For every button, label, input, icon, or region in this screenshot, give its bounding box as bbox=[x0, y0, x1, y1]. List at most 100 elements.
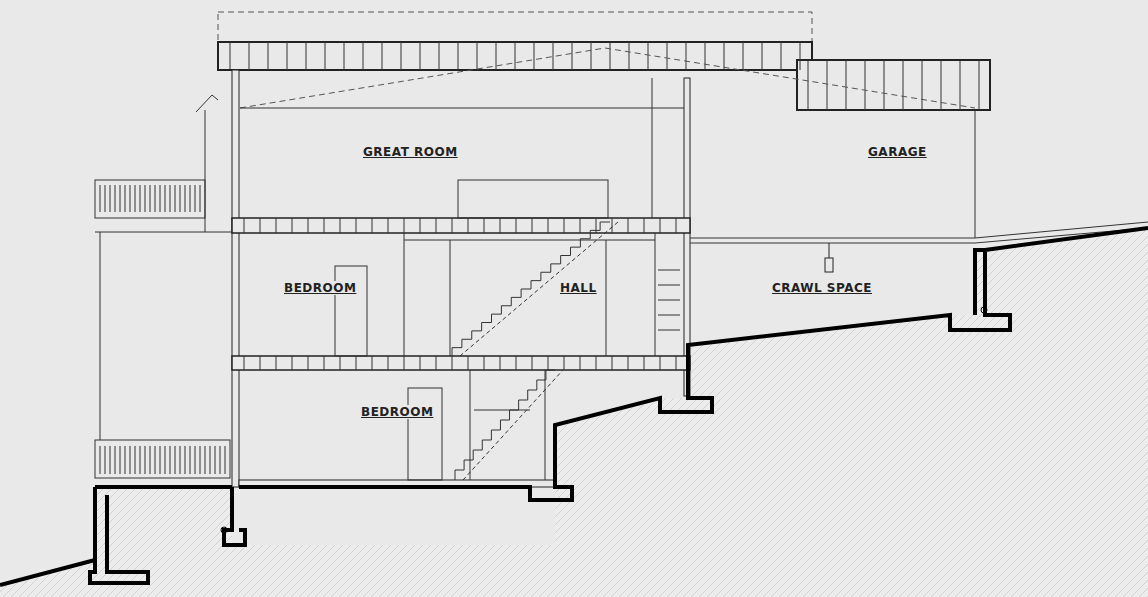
baluster bbox=[135, 185, 136, 212]
rafter bbox=[344, 42, 345, 70]
room-name: GARAGE bbox=[866, 145, 929, 159]
rafter bbox=[287, 42, 288, 70]
joist bbox=[612, 356, 613, 370]
joist bbox=[372, 356, 373, 370]
wall bbox=[606, 240, 607, 356]
joist bbox=[532, 218, 533, 233]
deck-post bbox=[100, 232, 101, 440]
joist bbox=[292, 356, 293, 370]
rafter bbox=[553, 42, 554, 70]
baluster bbox=[175, 446, 176, 474]
joist bbox=[660, 356, 661, 370]
rafter bbox=[325, 42, 326, 70]
joist bbox=[500, 218, 501, 233]
rafter bbox=[979, 60, 980, 110]
baluster bbox=[100, 185, 101, 212]
rafter bbox=[401, 42, 402, 70]
joist bbox=[628, 356, 629, 370]
baluster bbox=[195, 185, 196, 212]
ladder bbox=[658, 270, 680, 330]
joist bbox=[628, 218, 629, 233]
joist bbox=[580, 218, 581, 233]
baluster bbox=[170, 185, 171, 212]
joist bbox=[596, 356, 597, 370]
wall bbox=[975, 110, 976, 238]
joist bbox=[324, 356, 325, 370]
rafter bbox=[439, 42, 440, 70]
joist bbox=[468, 356, 469, 370]
joist bbox=[260, 218, 261, 233]
wall bbox=[232, 70, 239, 487]
joist bbox=[276, 218, 277, 233]
joist bbox=[356, 356, 357, 370]
joist bbox=[564, 356, 565, 370]
stair-stringer bbox=[463, 370, 563, 480]
joist bbox=[340, 356, 341, 370]
baluster bbox=[145, 185, 146, 212]
joist bbox=[324, 218, 325, 233]
joist bbox=[308, 218, 309, 233]
baluster bbox=[155, 446, 156, 474]
rafter bbox=[230, 42, 231, 70]
garage-slab bbox=[690, 222, 1148, 243]
baluster bbox=[195, 446, 196, 474]
rafter bbox=[249, 42, 250, 70]
deck-railing bbox=[95, 180, 205, 218]
light-fixture bbox=[829, 243, 830, 258]
rafter bbox=[960, 60, 961, 110]
baluster bbox=[145, 446, 146, 474]
rafter bbox=[363, 42, 364, 70]
joist bbox=[484, 218, 485, 233]
baluster bbox=[220, 446, 221, 474]
stair-stringer bbox=[460, 222, 618, 356]
rafter bbox=[496, 42, 497, 70]
baluster bbox=[210, 446, 211, 474]
baluster bbox=[185, 185, 186, 212]
joist bbox=[308, 356, 309, 370]
rafter bbox=[827, 60, 828, 110]
joist bbox=[452, 218, 453, 233]
roof-eave bbox=[196, 95, 218, 112]
baluster bbox=[130, 185, 131, 212]
baluster bbox=[185, 446, 186, 474]
joist bbox=[452, 356, 453, 370]
baluster bbox=[105, 185, 106, 212]
rafter bbox=[591, 42, 592, 70]
baluster bbox=[140, 185, 141, 212]
joist bbox=[660, 218, 661, 233]
joist bbox=[468, 218, 469, 233]
joist bbox=[244, 356, 245, 370]
rafter bbox=[762, 42, 763, 70]
roof-outline bbox=[218, 12, 812, 42]
baluster bbox=[110, 446, 111, 474]
joist bbox=[388, 356, 389, 370]
baluster bbox=[120, 185, 121, 212]
joist bbox=[436, 218, 437, 233]
baluster bbox=[125, 446, 126, 474]
baluster bbox=[190, 446, 191, 474]
room-name: GREAT ROOM bbox=[361, 145, 460, 159]
rafter bbox=[306, 42, 307, 70]
wall bbox=[404, 240, 655, 241]
rafter bbox=[515, 42, 516, 70]
rafter bbox=[743, 42, 744, 70]
baluster bbox=[150, 185, 151, 212]
roof-slab bbox=[218, 42, 812, 70]
rafter bbox=[724, 42, 725, 70]
joist bbox=[580, 356, 581, 370]
light-fixture bbox=[825, 258, 833, 272]
room-name: HALL bbox=[558, 281, 599, 295]
baluster bbox=[215, 446, 216, 474]
wall bbox=[404, 233, 405, 356]
rafter bbox=[382, 42, 383, 70]
rafter bbox=[800, 42, 801, 70]
baluster bbox=[160, 446, 161, 474]
rafter bbox=[268, 42, 269, 70]
baluster bbox=[150, 446, 151, 474]
baluster bbox=[105, 446, 106, 474]
joist bbox=[516, 218, 517, 233]
wall bbox=[470, 370, 471, 480]
floor bbox=[232, 356, 690, 370]
